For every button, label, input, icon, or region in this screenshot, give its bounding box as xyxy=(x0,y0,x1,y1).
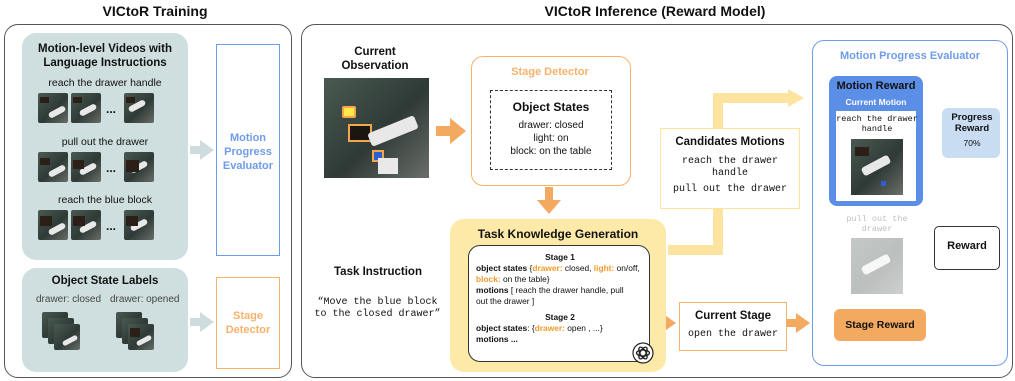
arrow-head-to-mpe xyxy=(788,89,804,107)
mpe-title: Motion Progress Evaluator xyxy=(840,50,980,62)
video-frame xyxy=(71,210,101,240)
task-instruction-text: “Move the blue block to the closed drawe… xyxy=(314,297,441,320)
arrow-labels-to-sd xyxy=(190,312,214,332)
video-frame xyxy=(38,93,68,123)
sd-training-box xyxy=(216,277,280,369)
candidates-box xyxy=(660,128,800,209)
video-frame xyxy=(38,210,68,240)
label-drawer-closed: drawer: closed xyxy=(36,294,102,305)
stacked-frame xyxy=(128,324,154,350)
training-title: VICtoR Training xyxy=(102,3,208,19)
reward-label: Reward xyxy=(947,240,987,252)
stacked-frame xyxy=(54,324,80,350)
task-instruction-title: Task Instruction xyxy=(334,266,422,278)
candidate-motion-2: pull out the drawer xyxy=(672,184,788,195)
stage-reward-label: Stage Reward xyxy=(845,319,915,331)
progress-reward-box xyxy=(942,108,1000,158)
video-frame xyxy=(124,152,154,182)
object-state-light: light: on xyxy=(533,133,569,144)
inference-panel xyxy=(301,24,1013,378)
video-row-caption-1: reach the drawer handle xyxy=(48,77,162,89)
stage-detector-title: Stage Detector xyxy=(511,66,589,78)
stage-reward-box xyxy=(834,309,926,341)
video-frame xyxy=(71,93,101,123)
current-observation-image xyxy=(324,78,429,178)
current-motion-image xyxy=(851,139,903,195)
arrow-sd-to-tkg xyxy=(537,187,561,214)
training-panel xyxy=(4,24,292,378)
video-frame xyxy=(71,152,101,182)
video-row-caption-2: pull out the drawer xyxy=(61,136,149,148)
task-knowledge-title: Task Knowledge Generation xyxy=(477,227,639,241)
motion-reward-title: Motion Reward xyxy=(836,80,916,92)
object-states-dashed-box xyxy=(490,90,612,170)
task-knowledge-bubble xyxy=(468,245,650,362)
video-frame xyxy=(38,152,68,182)
video-row-caption-3: reach the blue block xyxy=(58,194,152,206)
video-row-ellipsis-1: ... xyxy=(106,102,117,116)
current-observation-label: Current Observation xyxy=(341,46,409,72)
current-stage-box xyxy=(679,302,787,351)
current-motion-label: Current Motion xyxy=(845,97,907,107)
stage-detector-box xyxy=(471,56,631,186)
candidates-title: Candidates Motions xyxy=(675,136,785,148)
arrow-candidates-up xyxy=(713,93,790,128)
video-frame xyxy=(124,93,154,123)
reward-box xyxy=(934,226,1000,270)
task-knowledge-content: Stage 1 object states {drawer: closed, l… xyxy=(476,252,644,345)
openai-logo-icon xyxy=(632,342,654,364)
current-stage-value: open the drawer xyxy=(687,329,778,340)
current-stage-title: Current Stage xyxy=(694,310,772,322)
object-states-heading: Object States xyxy=(512,100,590,114)
faded-motion-image xyxy=(851,238,903,294)
mpe-training-label: Motion Progress Evaluator xyxy=(222,132,274,172)
label-drawer-opened: drawer: opened xyxy=(110,294,180,305)
motion-videos-title: Motion-level Videos with Language Instru… xyxy=(38,43,172,69)
arrow-tkg-to-candidates xyxy=(668,207,723,255)
object-state-drawer: drawer: closed xyxy=(518,120,584,131)
progress-reward-value: 70% xyxy=(963,138,981,148)
object-state-block: block: on the table xyxy=(510,146,592,157)
candidate-motion-1: reach the drawer handle xyxy=(681,156,778,179)
object-states-title: Object State Labels xyxy=(51,275,159,287)
video-row-ellipsis-2: ... xyxy=(106,161,117,175)
current-motion-text: reach the drawer handle xyxy=(836,114,918,134)
arrow-stage-to-reward xyxy=(786,313,810,333)
mpe-training-box xyxy=(216,44,280,256)
sd-training-label: Stage Detector xyxy=(225,310,271,336)
faded-motion-text: pull out the drawer xyxy=(846,214,908,234)
arrow-obs-to-sd xyxy=(436,118,466,144)
stage2-object-states: object states: {drawer: open , ...} xyxy=(476,323,603,333)
inference-title: VICtoR Inference (Reward Model) xyxy=(544,3,766,19)
video-row-ellipsis-3: ... xyxy=(106,219,117,233)
video-frame xyxy=(124,210,154,240)
progress-reward-title: Progress Reward xyxy=(951,112,993,134)
stage1-object-states: object states {drawer: closed, light: on… xyxy=(476,263,640,284)
arrow-videos-to-mpe xyxy=(190,140,214,160)
